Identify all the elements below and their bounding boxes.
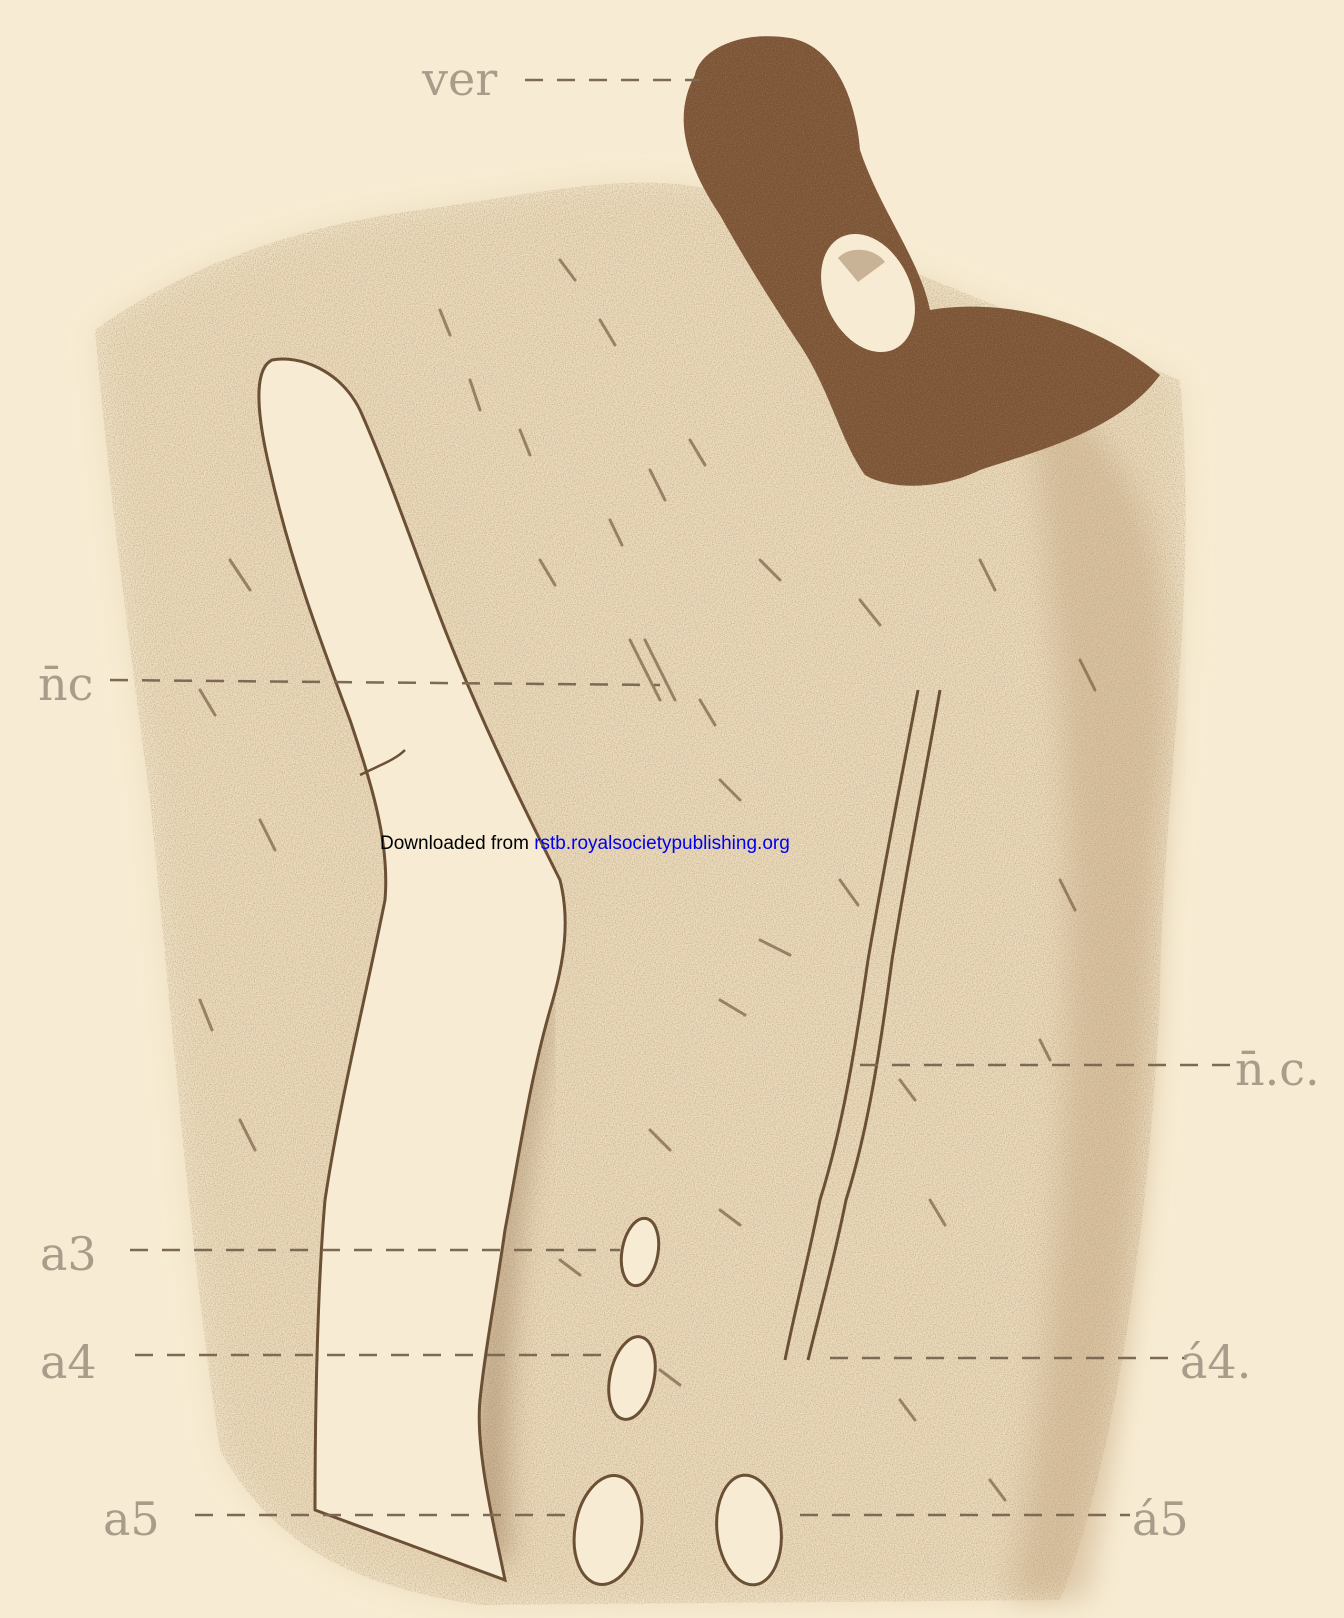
label-a4-right: á4. <box>1180 1335 1251 1389</box>
label-ver: ver <box>421 52 497 106</box>
watermark-link[interactable]: rstb.royalsocietypublishing.org <box>534 833 790 854</box>
label-a5-left: a5 <box>103 1492 160 1546</box>
label-a5-right: á5 <box>1132 1492 1189 1546</box>
label-a3: a3 <box>40 1227 97 1281</box>
download-watermark: Downloaded from rstb.royalsocietypublish… <box>380 833 790 855</box>
label-nc-left: n̄c <box>38 657 93 711</box>
label-a4-left: a4 <box>40 1335 97 1389</box>
label-nc-right: n̄.c. <box>1235 1042 1320 1096</box>
watermark-prefix: Downloaded from <box>380 833 534 854</box>
